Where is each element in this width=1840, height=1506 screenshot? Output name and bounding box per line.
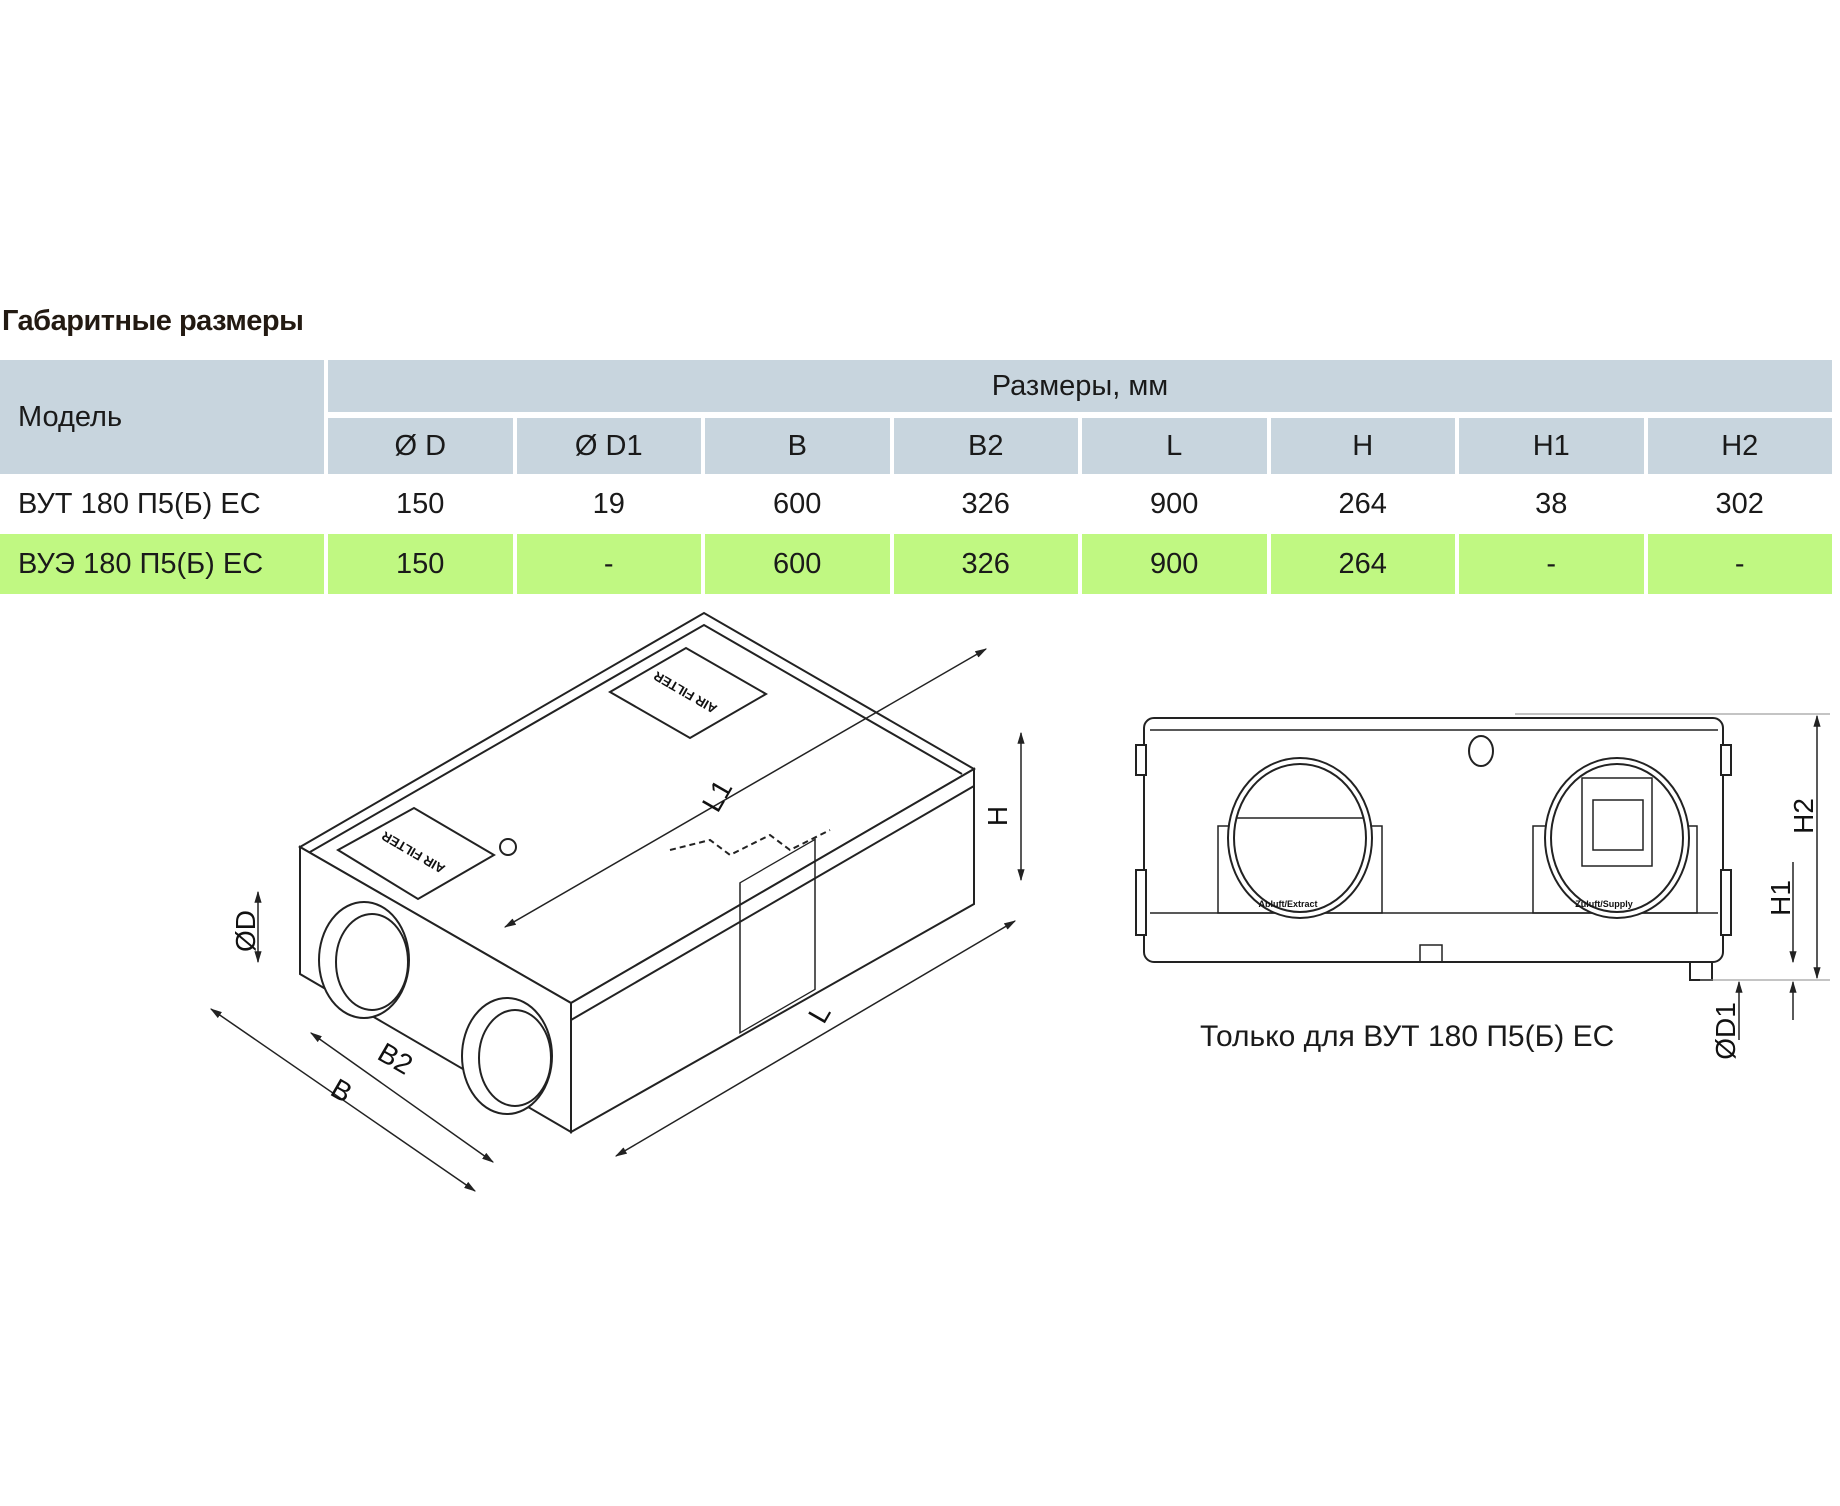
value-cell: 900 bbox=[1082, 534, 1267, 594]
column-header: Ø D bbox=[328, 412, 513, 474]
column-header: H2 bbox=[1647, 412, 1832, 474]
dimensions-group-header: Размеры, мм bbox=[328, 360, 1832, 412]
model-header: Модель bbox=[0, 360, 324, 474]
value-cell: 600 bbox=[705, 534, 890, 594]
value-cell: 264 bbox=[1338, 487, 1387, 520]
value-cell: 38 bbox=[1535, 487, 1568, 520]
dimension-label-h1: H1 bbox=[1764, 880, 1796, 916]
value-cell: 19 bbox=[592, 487, 625, 520]
duct-extract bbox=[318, 901, 410, 1019]
dimension-label-d: ØD bbox=[230, 910, 261, 952]
extract-label: Abluft/Extract bbox=[1258, 899, 1318, 909]
front-view-drawing bbox=[1135, 713, 1830, 1040]
value-cell: 302 bbox=[1715, 487, 1764, 520]
value-cell: 150 bbox=[328, 534, 513, 594]
section-title: Габаритные размеры bbox=[2, 305, 304, 337]
value-cell: 326 bbox=[893, 534, 1078, 594]
table-row: ВУТ 180 П5(Б) ЕС 150 19 600 326 900 264 … bbox=[0, 474, 1832, 534]
isometric-unit-drawing bbox=[210, 611, 1025, 1192]
column-header: H1 bbox=[1459, 412, 1644, 474]
model-cell: ВУЭ 180 П5(Б) ЕС bbox=[0, 534, 324, 594]
column-header: B2 bbox=[893, 412, 1078, 474]
value-cell: - bbox=[1647, 534, 1832, 594]
dimensions-table: Модель Размеры, мм Ø D Ø D1 B B2 L H H1 … bbox=[0, 360, 1836, 594]
value-cell: - bbox=[516, 534, 701, 594]
column-header: H bbox=[1270, 412, 1455, 474]
value-cell: 150 bbox=[396, 487, 445, 520]
front-view-note: Только для ВУТ 180 П5(Б) ЕС bbox=[1200, 1020, 1615, 1053]
value-cell: 900 bbox=[1150, 487, 1199, 520]
column-header: L bbox=[1082, 412, 1267, 474]
table-row-highlighted: ВУЭ 180 П5(Б) ЕС 150 - 600 326 900 264 -… bbox=[0, 534, 1832, 594]
supply-label: Zuluft/Supply bbox=[1575, 899, 1633, 909]
dimension-label-d1: ØD1 bbox=[1709, 1002, 1741, 1060]
duct-supply bbox=[461, 997, 553, 1115]
value-cell: - bbox=[1459, 534, 1644, 594]
dimension-label-h: H bbox=[982, 805, 1014, 827]
model-cell: ВУТ 180 П5(Б) ЕС bbox=[18, 487, 261, 520]
value-cell: 600 bbox=[773, 487, 822, 520]
column-header: B bbox=[705, 412, 890, 474]
value-cell: 264 bbox=[1270, 534, 1455, 594]
column-header: Ø D1 bbox=[516, 412, 701, 474]
dimension-label-h2: H2 bbox=[1787, 798, 1819, 834]
value-cell: 326 bbox=[961, 487, 1010, 520]
